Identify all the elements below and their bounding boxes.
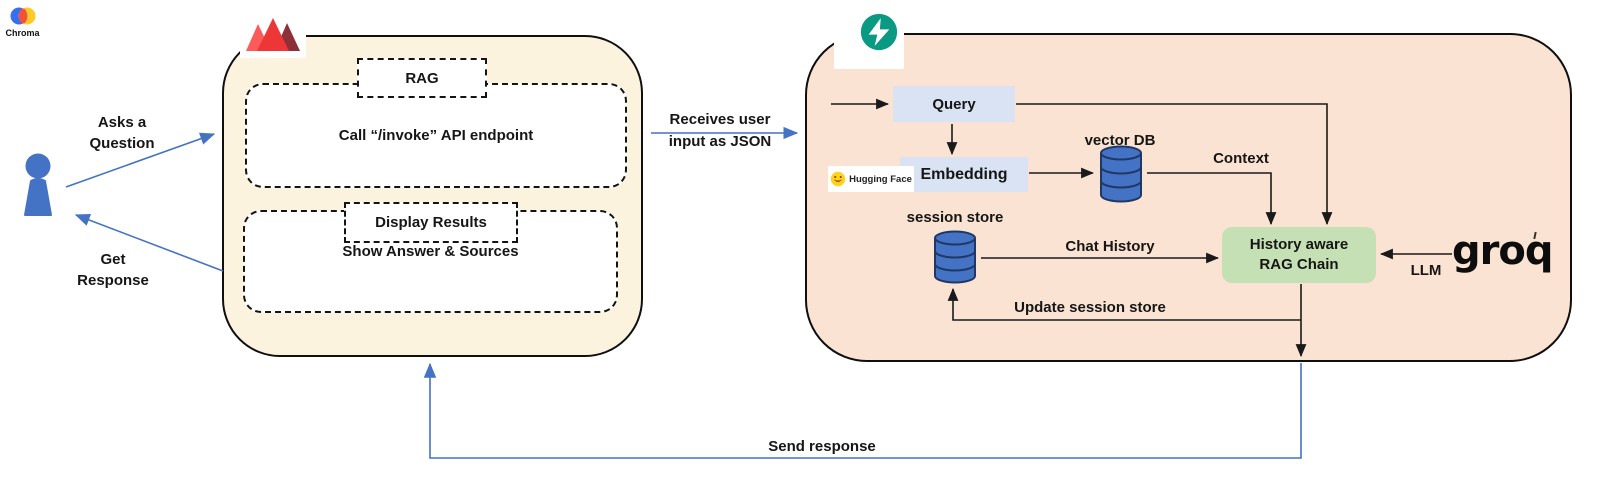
hugging-face-icon bbox=[830, 171, 846, 187]
send-response-text: Send response bbox=[768, 438, 876, 455]
context-arrow bbox=[1147, 172, 1277, 226]
chroma-badge: Chroma bbox=[0, 0, 45, 42]
embedding-label: Embedding bbox=[920, 165, 1008, 183]
groq-logo: groq bbox=[1452, 230, 1553, 272]
show-answer-label: Show Answer & Sources bbox=[342, 243, 519, 260]
huggingface-badge: Hugging Face bbox=[828, 166, 914, 192]
vector-database-icon bbox=[1100, 145, 1142, 203]
session-store-label: session store bbox=[903, 207, 1007, 228]
rag-label-box: RAG bbox=[357, 58, 487, 98]
rag-label: RAG bbox=[405, 69, 439, 87]
person-icon bbox=[24, 153, 52, 216]
asks-question-label: Asks a Question bbox=[58, 112, 186, 154]
streamlit-logo-icon bbox=[246, 18, 300, 51]
send-response-arrow bbox=[423, 362, 1302, 459]
query-box: Query bbox=[893, 86, 1015, 122]
query-to-chain-arrow bbox=[1016, 103, 1333, 226]
send-response-label: Send response bbox=[748, 436, 896, 457]
chroma-logo-icon bbox=[10, 7, 35, 25]
chat-history-text: Chat History bbox=[1065, 238, 1155, 255]
llm-label: LLM bbox=[1403, 260, 1449, 281]
asks-question-line1: Asks a bbox=[97, 114, 147, 131]
context-label: Context bbox=[1198, 148, 1284, 169]
asks-question-line2: Question bbox=[89, 135, 155, 152]
history-aware-rag-chain-box: History aware RAG Chain bbox=[1222, 227, 1376, 283]
update-session-arrow bbox=[947, 287, 1301, 321]
receives-input-line1: Receives user bbox=[669, 111, 771, 128]
session-database-icon bbox=[934, 230, 976, 284]
asks-question-arrow bbox=[65, 132, 216, 188]
session-store-text: session store bbox=[906, 209, 1004, 226]
receives-input-label: Receives user input as JSON bbox=[645, 109, 795, 153]
get-response-label: Get Response bbox=[52, 249, 174, 291]
update-session-store-label: Update session store bbox=[1000, 297, 1180, 318]
embedding-box: Embedding bbox=[900, 157, 1028, 192]
chain-line1: History aware bbox=[1249, 236, 1349, 253]
display-results-box: Display Results bbox=[344, 202, 518, 243]
invoke-endpoint-box: Call “/invoke” API endpoint bbox=[245, 83, 627, 188]
llm-text: LLM bbox=[1410, 262, 1442, 279]
huggingface-label: Hugging Face bbox=[849, 173, 912, 185]
get-response-line1: Get bbox=[100, 251, 126, 268]
vector-db-label: vector DB bbox=[1073, 130, 1167, 151]
vector-db-text: vector DB bbox=[1084, 132, 1156, 149]
chain-line2: RAG Chain bbox=[1259, 256, 1339, 273]
groq-text: groq bbox=[1452, 228, 1553, 274]
invoke-endpoint-label: Call “/invoke” API endpoint bbox=[338, 127, 534, 144]
context-text: Context bbox=[1213, 150, 1269, 167]
query-label: Query bbox=[932, 95, 976, 113]
fastapi-logo-icon bbox=[860, 13, 898, 51]
get-response-line2: Response bbox=[77, 272, 149, 289]
display-results-label: Display Results bbox=[375, 214, 487, 231]
chroma-label: Chroma bbox=[5, 28, 40, 38]
get-response-arrow bbox=[74, 214, 224, 272]
receives-input-line2: input as JSON bbox=[668, 133, 772, 150]
chat-history-label: Chat History bbox=[1058, 236, 1162, 257]
update-session-store-text: Update session store bbox=[1014, 299, 1166, 316]
